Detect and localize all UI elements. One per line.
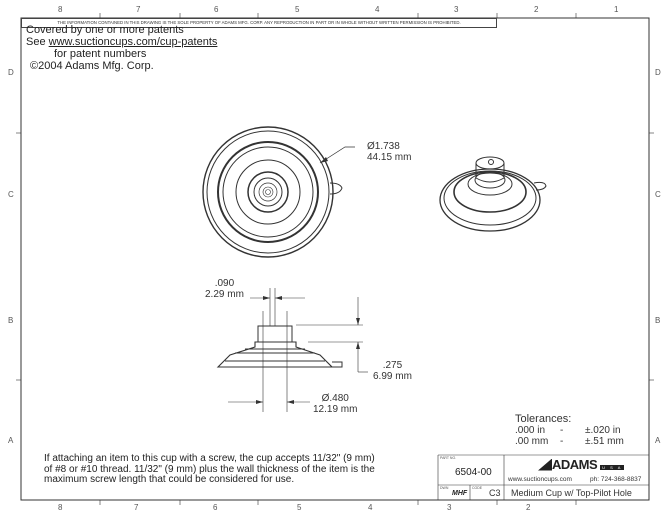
height-dimension: .275 6.99 mm xyxy=(373,360,412,382)
zone-row-b: B xyxy=(8,316,14,325)
top-view xyxy=(202,126,343,258)
adams-logo: ADAMS U S A xyxy=(538,457,625,472)
hole-dimension: .090 2.29 mm xyxy=(205,278,244,300)
patent-numbers-line: for patent numbers xyxy=(54,48,147,60)
tolerances-title: Tolerances: xyxy=(515,413,572,425)
zone-row-d-right: D xyxy=(655,68,661,77)
zone-col-7-bottom: 7 xyxy=(134,503,139,512)
patent-notes: Covered by one or more patents See www.s… xyxy=(26,24,217,72)
arrowheads xyxy=(256,157,360,404)
logo-text: ADAMS xyxy=(552,457,598,472)
isometric-view xyxy=(439,156,547,232)
tol-in-label: .000 in xyxy=(515,425,546,436)
screw-note: If attaching an item to this cup with a … xyxy=(44,453,375,486)
drawn-label: DWN xyxy=(440,486,449,490)
logo-mark-icon xyxy=(538,458,552,471)
phone: ph: 724-368-8837 xyxy=(590,476,642,483)
part-no-label: PART NO. xyxy=(440,456,457,460)
zone-col-7: 7 xyxy=(136,5,141,14)
code-label: CODE xyxy=(472,486,483,490)
code-value: C3 xyxy=(489,488,501,498)
tol-mm-dash: - xyxy=(560,436,564,447)
height-in: .275 xyxy=(382,360,403,371)
zone-col-8: 8 xyxy=(58,5,63,14)
zone-col-8-bottom: 8 xyxy=(58,503,63,512)
zone-col-4-bottom: 4 xyxy=(368,503,373,512)
tol-in-value: ±.020 in xyxy=(585,425,621,436)
hole-mm: 2.29 mm xyxy=(205,289,244,300)
patent-line: Covered by one or more patents xyxy=(26,24,184,36)
zone-col-6: 6 xyxy=(214,5,219,14)
zone-col-2: 2 xyxy=(534,5,539,14)
copyright: ©2004 Adams Mfg. Corp. xyxy=(30,60,154,72)
zone-col-1: 1 xyxy=(614,5,619,14)
side-view xyxy=(216,311,343,412)
zone-col-2-bottom: 2 xyxy=(526,503,531,512)
zone-row-b-right: B xyxy=(655,316,661,325)
base-dimension: Ø.480 12.19 mm xyxy=(313,393,357,415)
tol-mm-label: .00 mm xyxy=(515,436,549,447)
drawn-by: MHF xyxy=(452,490,468,497)
tolerances: Tolerances: .000 in - ±.020 in .00 mm- ±.51… xyxy=(515,413,624,448)
zone-col-5-bottom: 5 xyxy=(297,503,302,512)
zone-row-c: C xyxy=(8,190,14,199)
base-in: Ø.480 xyxy=(321,393,349,404)
zone-col-5: 5 xyxy=(295,5,300,14)
tol-mm-value: ±.51 mm xyxy=(585,436,624,447)
zone-col-4: 4 xyxy=(375,5,380,14)
proprietary-banner: THE INFORMATION CONTAINED IN THIS DRAWIN… xyxy=(21,18,497,28)
website: www.suctioncups.com xyxy=(508,476,572,483)
zone-row-a: A xyxy=(8,436,14,445)
screw-note-line: maximum screw length that could be consi… xyxy=(44,474,295,485)
part-description: Medium Cup w/ Top-Pilot Hole xyxy=(511,488,632,498)
tol-in-dash: - xyxy=(560,425,564,436)
zone-col-6-bottom: 6 xyxy=(213,503,218,512)
zone-row-c-right: C xyxy=(655,190,661,199)
height-mm: 6.99 mm xyxy=(373,371,412,382)
zone-col-3: 3 xyxy=(454,5,459,14)
zone-row-a-right: A xyxy=(655,436,661,445)
see-label: See xyxy=(26,36,49,48)
diameter-in: Ø1.738 xyxy=(367,141,400,152)
logo-subtext: U S A xyxy=(600,465,625,470)
part-number: 6504-00 xyxy=(455,467,492,478)
diameter-leader xyxy=(319,146,355,164)
zone-col-3-bottom: 3 xyxy=(447,503,452,512)
diameter-mm: 44.15 mm xyxy=(367,152,412,163)
patent-link[interactable]: www.suctioncups.com/cup-patents xyxy=(48,36,218,48)
hole-in: .090 xyxy=(214,278,235,289)
base-mm: 12.19 mm xyxy=(313,404,358,415)
screw-note-line: If attaching an item to this cup with a … xyxy=(44,453,375,464)
zone-row-d: D xyxy=(8,68,14,77)
diameter-dimension: Ø1.738 44.15 mm xyxy=(367,141,411,163)
zone-ticks xyxy=(16,13,654,505)
screw-note-line: of #8 or #10 thread. 11/32" (9 mm) plus … xyxy=(44,463,375,475)
